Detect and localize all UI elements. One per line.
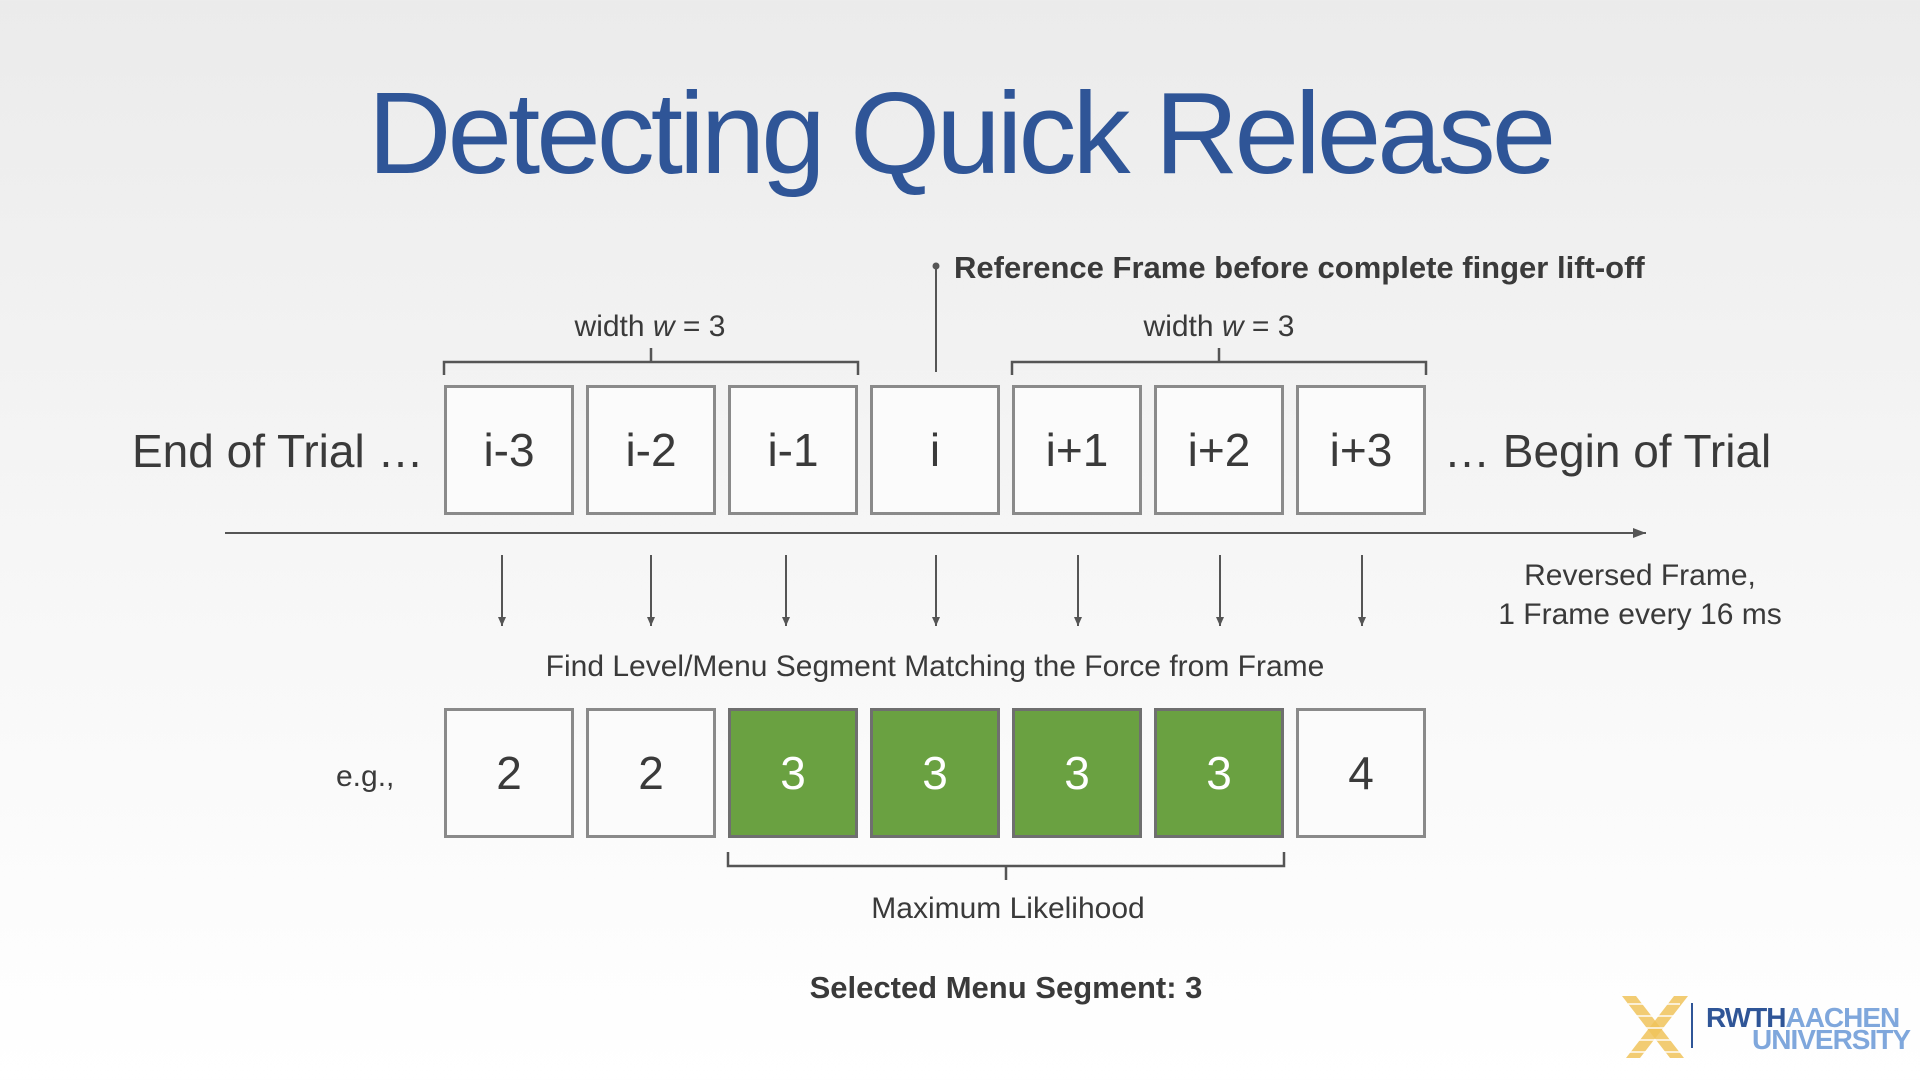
segment-box-selected: 3	[1012, 708, 1142, 838]
segment-box-selected: 3	[728, 708, 858, 838]
width-value: = 3	[674, 310, 726, 343]
reversed-frame-line2: 1 Frame every 16 ms	[1498, 598, 1782, 631]
segment-box: 2	[586, 708, 716, 838]
width-label-right: width w = 3	[1069, 310, 1369, 344]
logo-rwth-text: RWTH	[1706, 1002, 1786, 1033]
find-segment-label: Find Level/Menu Segment Matching the For…	[545, 650, 1325, 683]
width-prefix: width	[1143, 310, 1222, 343]
width-bracket-right	[1010, 348, 1428, 375]
width-variable: w	[652, 310, 675, 343]
segment-box: 2	[444, 708, 574, 838]
segment-box-selected: 3	[870, 708, 1000, 838]
segment-box: 4	[1296, 708, 1426, 838]
maximum-likelihood-label: Maximum Likelihood	[871, 892, 1145, 925]
frame-box: i-2	[586, 385, 716, 515]
frame-box-reference: i	[870, 385, 1000, 515]
frame-box: i+1	[1012, 385, 1142, 515]
example-label: e.g.,	[336, 760, 395, 793]
i10-logo-icon	[1622, 996, 1688, 1058]
frame-box: i-1	[728, 385, 858, 515]
width-prefix: width	[574, 310, 653, 343]
slide-title: Detecting Quick Release	[367, 68, 1557, 198]
logo-university-text: UNIVERSITY	[1752, 1024, 1911, 1055]
frame-box: i-3	[444, 385, 574, 515]
reversed-frame-line1: Reversed Frame,	[1524, 559, 1756, 592]
rwth-logo: RWTHAACHEN	[1706, 1002, 1900, 1034]
width-value: = 3	[1243, 310, 1295, 343]
reference-frame-label: Reference Frame before complete finger l…	[954, 250, 1645, 285]
frame-box: i+3	[1296, 385, 1426, 515]
end-of-trial-label: End of Trial …	[132, 425, 424, 477]
begin-of-trial-label: … Begin of Trial	[1444, 425, 1772, 477]
width-label-left: width w = 3	[500, 310, 800, 344]
selected-segment-label: Selected Menu Segment: 3	[809, 970, 1203, 1005]
max-likelihood-bracket	[726, 852, 1286, 880]
reference-pointer-dot	[932, 262, 940, 270]
width-bracket-left	[442, 348, 860, 375]
width-variable: w	[1221, 310, 1244, 343]
reversed-frame-note: Reversed Frame, 1 Frame every 16 ms	[1470, 556, 1810, 634]
frame-box: i+2	[1154, 385, 1284, 515]
segment-box-selected: 3	[1154, 708, 1284, 838]
logo-aachen-text: AACHEN	[1785, 1002, 1900, 1033]
